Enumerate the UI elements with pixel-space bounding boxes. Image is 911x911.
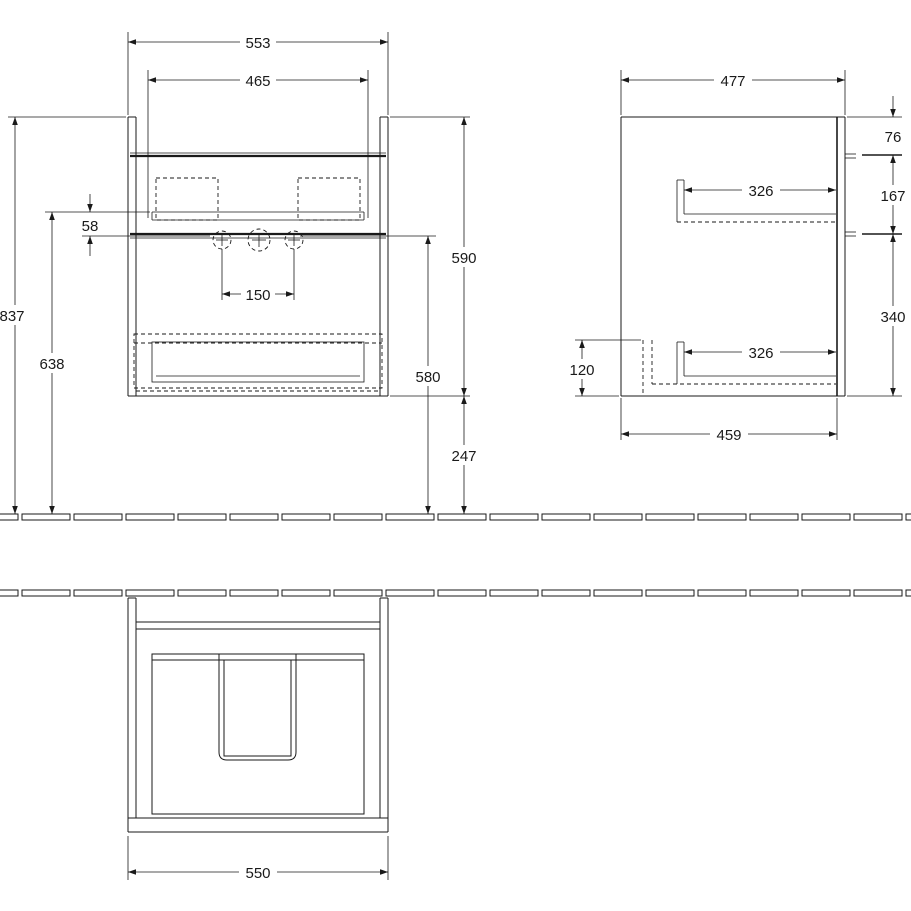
floor-segment bbox=[853, 589, 903, 597]
floor-segment bbox=[385, 513, 435, 521]
floor-segment bbox=[489, 513, 539, 521]
dim-label-247: 247 bbox=[451, 448, 476, 465]
dim-offset-58: 58 bbox=[82, 194, 210, 256]
dim-lower-height-340: 340 bbox=[847, 234, 911, 397]
floor-segment bbox=[229, 513, 279, 521]
floor-segment bbox=[333, 589, 383, 597]
floor-segment bbox=[593, 513, 643, 521]
dim-width-550: 550 bbox=[127, 836, 389, 882]
side-upper-drawer bbox=[676, 179, 836, 223]
dim-offset-76: 76 bbox=[847, 96, 902, 146]
floor-segment bbox=[125, 513, 175, 521]
floor-line-front bbox=[0, 513, 911, 521]
floor-segment bbox=[697, 513, 747, 521]
dim-label-167: 167 bbox=[880, 188, 905, 205]
dim-spacing-150: 150 bbox=[221, 249, 295, 304]
dim-label-590: 590 bbox=[451, 250, 476, 267]
dim-height-837: 837 bbox=[0, 116, 126, 514]
floor-segment bbox=[697, 589, 747, 597]
floor-segment bbox=[177, 513, 227, 521]
dim-height-638: 638 bbox=[34, 211, 150, 514]
floor-segment bbox=[541, 589, 591, 597]
dim-depth-459: 459 bbox=[620, 398, 838, 444]
floor-segment bbox=[0, 513, 19, 521]
dim-label-120: 120 bbox=[569, 362, 594, 379]
dim-label-550: 550 bbox=[245, 865, 270, 882]
side-lower-drawer bbox=[642, 340, 836, 396]
floor-segment bbox=[437, 589, 487, 597]
dim-rail-spacing-167: 167 bbox=[876, 155, 911, 234]
dim-label-580: 580 bbox=[415, 369, 440, 386]
dim-depth-477: 477 bbox=[620, 70, 846, 115]
front-view: 553 465 837 638 58 bbox=[0, 32, 482, 514]
floor-segment bbox=[21, 589, 71, 597]
dim-label-326-upper: 326 bbox=[748, 183, 773, 200]
floor-segment bbox=[0, 589, 19, 597]
floor-segment bbox=[177, 589, 227, 597]
front-pipe-holes bbox=[212, 228, 304, 252]
dim-height-247: 247 bbox=[446, 396, 482, 514]
top-view: 550 bbox=[127, 597, 389, 882]
dim-height-580: 580 bbox=[300, 235, 446, 514]
floor-segment bbox=[749, 513, 799, 521]
dim-plinth-120: 120 bbox=[566, 339, 641, 397]
floor-segment bbox=[853, 513, 903, 521]
floor-segment bbox=[437, 513, 487, 521]
dim-label-58: 58 bbox=[82, 218, 99, 235]
floor-segment bbox=[385, 589, 435, 597]
dim-label-459: 459 bbox=[716, 427, 741, 444]
floor-segment bbox=[489, 589, 539, 597]
dim-label-340: 340 bbox=[880, 309, 905, 326]
front-upper-drawer-pockets bbox=[151, 177, 365, 221]
floor-segment bbox=[73, 589, 123, 597]
front-shelf-upper bbox=[130, 152, 386, 158]
floor-segment bbox=[905, 589, 911, 597]
floor-segment bbox=[541, 513, 591, 521]
dim-label-553: 553 bbox=[245, 35, 270, 52]
dim-width-465: 465 bbox=[147, 70, 369, 218]
dim-label-150: 150 bbox=[245, 287, 270, 304]
top-siphon-cutout bbox=[218, 660, 297, 761]
dim-drawer-depth-lower: 326 bbox=[684, 343, 836, 362]
floor-segment bbox=[593, 589, 643, 597]
floor-segment bbox=[801, 513, 851, 521]
dim-label-326-lower: 326 bbox=[748, 345, 773, 362]
dim-label-638: 638 bbox=[39, 356, 64, 373]
floor-segment bbox=[905, 513, 911, 521]
dim-label-76: 76 bbox=[885, 129, 902, 146]
side-view: 477 459 326 326 76 bbox=[566, 70, 911, 444]
side-cabinet-body bbox=[620, 116, 846, 397]
floor-segment bbox=[645, 513, 695, 521]
dim-drawer-depth-upper: 326 bbox=[684, 181, 836, 200]
floor-segment bbox=[281, 513, 331, 521]
floor-segment bbox=[229, 589, 279, 597]
floor-segment bbox=[281, 589, 331, 597]
front-lower-drawer bbox=[133, 333, 383, 389]
dim-height-590: 590 bbox=[390, 116, 482, 397]
floor-segment bbox=[73, 513, 123, 521]
floor-segment bbox=[801, 589, 851, 597]
front-shelf-middle bbox=[130, 232, 386, 239]
dim-width-553: 553 bbox=[127, 32, 389, 115]
floor-line-top-view bbox=[0, 589, 911, 597]
top-drawer bbox=[151, 653, 365, 815]
front-cabinet-body bbox=[127, 116, 389, 397]
dim-label-465: 465 bbox=[245, 73, 270, 90]
dim-label-837: 837 bbox=[0, 308, 25, 325]
floor-segment bbox=[125, 589, 175, 597]
dim-label-477: 477 bbox=[720, 73, 745, 90]
floor-segment bbox=[21, 513, 71, 521]
floor-segment bbox=[333, 513, 383, 521]
floor-segment bbox=[749, 589, 799, 597]
top-cabinet-body bbox=[127, 597, 389, 833]
floor-segment bbox=[645, 589, 695, 597]
